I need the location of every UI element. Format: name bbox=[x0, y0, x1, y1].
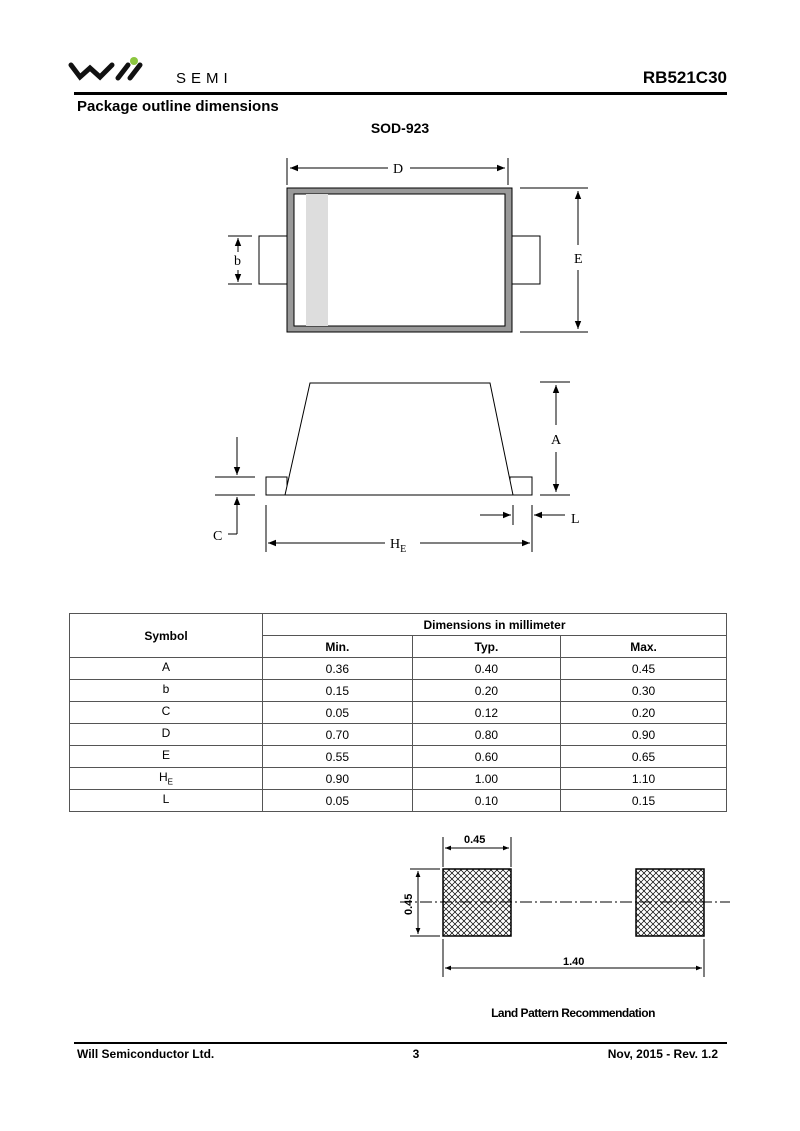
pitch-label: 1.40 bbox=[563, 956, 584, 968]
col-max: Max. bbox=[560, 635, 727, 658]
cell-typ: 0.20 bbox=[411, 679, 562, 702]
cell-min: 0.90 bbox=[262, 767, 413, 790]
cell-symbol: HE bbox=[69, 767, 263, 790]
land-pattern-drawing: 0.45 0.45 1.40 bbox=[400, 834, 730, 977]
cell-symbol: E bbox=[69, 745, 263, 768]
footer-rule bbox=[74, 1042, 727, 1044]
label-L: L bbox=[571, 512, 580, 527]
pad-width-label: 0.45 bbox=[464, 834, 485, 846]
cell-max: 1.10 bbox=[560, 767, 727, 790]
col-typ: Typ. bbox=[411, 635, 562, 658]
cell-typ: 0.40 bbox=[411, 657, 562, 680]
cell-symbol: L bbox=[69, 789, 263, 812]
package-name: SOD-923 bbox=[370, 120, 430, 136]
dimensions-table: Symbol Dimensions in millimeter Min. Typ… bbox=[69, 613, 727, 812]
part-number: RB521C30 bbox=[642, 68, 727, 87]
footer-revision: Nov, 2015 - Rev. 1.2 bbox=[607, 1047, 718, 1061]
land-pad-right bbox=[635, 868, 705, 937]
label-HE: HE bbox=[390, 537, 406, 555]
group-header: Dimensions in millimeter bbox=[262, 613, 727, 636]
cell-symbol: C bbox=[69, 701, 263, 724]
cell-min: 0.15 bbox=[262, 679, 413, 702]
cell-typ: 0.10 bbox=[411, 789, 562, 812]
cell-max: 0.45 bbox=[560, 657, 727, 680]
footer-page: 3 bbox=[412, 1047, 420, 1061]
cell-max: 0.15 bbox=[560, 789, 727, 812]
cell-min: 0.36 bbox=[262, 657, 413, 680]
cell-max: 0.65 bbox=[560, 745, 727, 768]
col-min: Min. bbox=[262, 635, 413, 658]
pad-height-label: 0.45 bbox=[403, 894, 415, 915]
will-logo bbox=[68, 57, 143, 81]
cell-max: 0.20 bbox=[560, 701, 727, 724]
side-view bbox=[215, 381, 570, 552]
label-C: C bbox=[213, 529, 222, 544]
cell-typ: 1.00 bbox=[411, 767, 562, 790]
section-title: Package outline dimensions bbox=[77, 98, 279, 115]
cell-min: 0.05 bbox=[262, 789, 413, 812]
label-b: b bbox=[234, 254, 241, 269]
cell-typ: 0.60 bbox=[411, 745, 562, 768]
label-E: E bbox=[574, 252, 583, 267]
label-A: A bbox=[551, 433, 562, 448]
cell-min: 0.70 bbox=[262, 723, 413, 746]
cell-min: 0.05 bbox=[262, 701, 413, 724]
top-view bbox=[228, 158, 588, 333]
cell-max: 0.90 bbox=[560, 723, 727, 746]
cell-typ: 0.12 bbox=[411, 701, 562, 724]
cell-symbol: b bbox=[69, 679, 263, 702]
symbol-header: Symbol bbox=[69, 613, 263, 658]
land-pattern-caption: Land Pattern Recommendation bbox=[491, 1006, 655, 1020]
header-rule bbox=[74, 92, 727, 95]
cell-symbol: D bbox=[69, 723, 263, 746]
cell-max: 0.30 bbox=[560, 679, 727, 702]
logo-text: SEMI bbox=[176, 70, 233, 87]
label-D: D bbox=[393, 162, 403, 177]
cell-min: 0.55 bbox=[262, 745, 413, 768]
land-pad-left bbox=[442, 868, 512, 937]
cell-symbol: A bbox=[69, 657, 263, 680]
footer-company: Will Semiconductor Ltd. bbox=[77, 1047, 215, 1061]
cell-typ: 0.80 bbox=[411, 723, 562, 746]
package-drawing: D E b A C HE L bbox=[213, 158, 588, 555]
